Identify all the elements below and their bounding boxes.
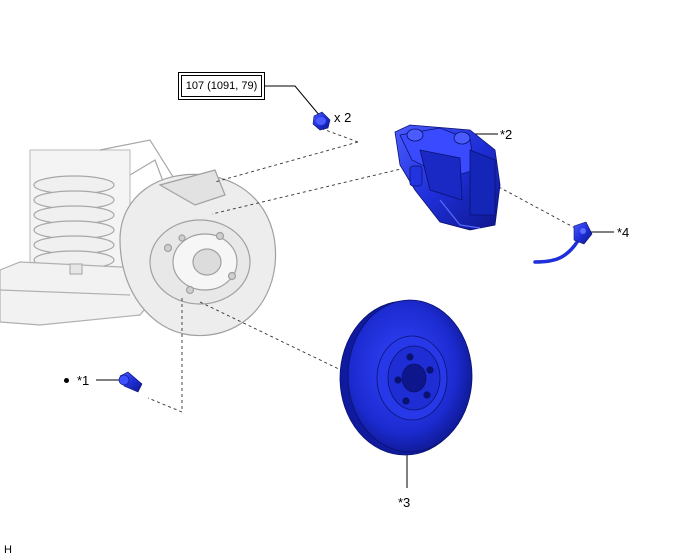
brake-disc xyxy=(339,299,473,456)
figure-code: H xyxy=(4,544,12,556)
hub-screw xyxy=(118,371,143,393)
torque-leader xyxy=(265,85,321,117)
callout-leaders xyxy=(96,133,614,488)
brake-hose xyxy=(533,221,593,264)
callout-2-label: *2 xyxy=(500,127,513,142)
bolt-quantity-label: x 2 xyxy=(334,110,352,125)
assembly-lines xyxy=(147,127,576,413)
torque-spec-box: 107 (1091, 79) xyxy=(178,72,265,100)
caliper-bolt xyxy=(312,111,331,131)
brake-caliper xyxy=(394,124,501,231)
callout-3-label: *3 xyxy=(398,495,411,510)
callout-4-label: *4 xyxy=(617,225,630,240)
reuse-bullet-icon xyxy=(64,378,69,383)
torque-spec-text: 107 (1091, 79) xyxy=(181,75,262,97)
dust-cover-ghost xyxy=(119,169,277,337)
callout-1-label: *1 xyxy=(77,373,90,388)
